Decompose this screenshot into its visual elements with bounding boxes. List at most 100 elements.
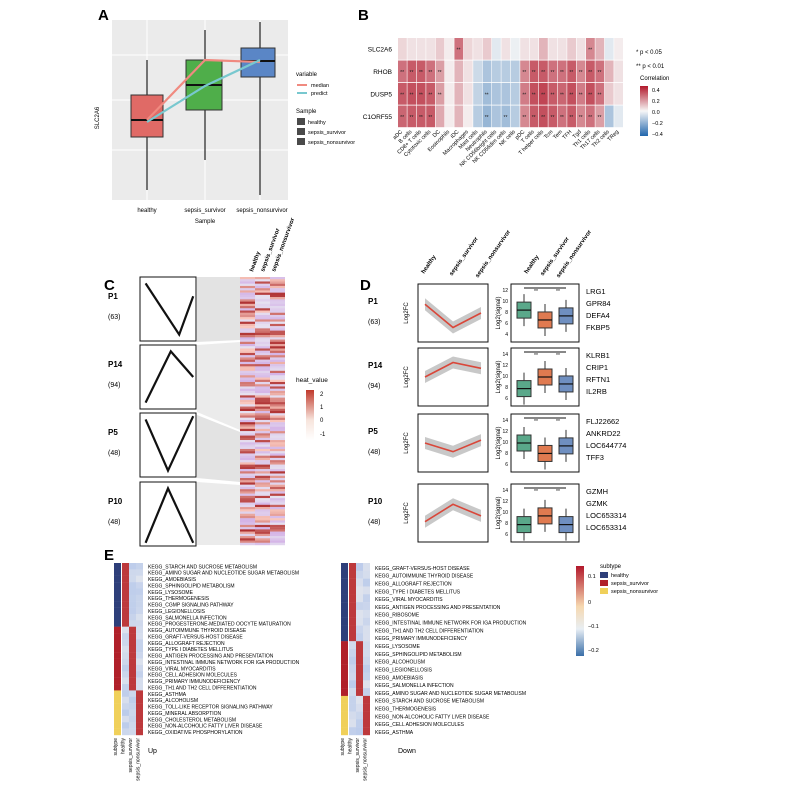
heat-row-cell — [255, 446, 270, 450]
heat-row-cell — [240, 292, 255, 296]
heat-row-cell — [255, 504, 270, 508]
kegg-term: KEGG_TYPE I DIABETES MELLITUS — [148, 647, 234, 653]
heat-row-cell — [240, 375, 255, 378]
heat-row-cell — [270, 352, 285, 356]
kegg-term: KEGG_TOLL-LIKE RECEPTOR SIGNALING PATHWA… — [148, 705, 273, 711]
heat-row-cell — [270, 540, 285, 543]
heat-row-cell — [240, 480, 255, 483]
signal-tick: 6 — [505, 396, 508, 402]
heat-row-cell — [270, 344, 285, 347]
enrichment-cell — [136, 658, 143, 666]
heat-row-cell — [255, 542, 270, 546]
heat-cell — [445, 60, 454, 83]
heat-row-cell — [240, 437, 255, 441]
heat-row-cell — [240, 341, 255, 345]
panel-c-letter: C — [104, 277, 115, 294]
heat-row-cell — [270, 464, 285, 468]
heat-row-cell — [270, 377, 285, 380]
heat-cell — [454, 60, 464, 83]
heat-cell — [595, 105, 605, 128]
enrichment-cell — [136, 728, 143, 736]
signal-tick: 8 — [505, 521, 508, 527]
heat-row-cell — [240, 542, 255, 546]
sig-mark: ** — [598, 70, 602, 76]
heat-row-cell — [255, 352, 270, 356]
heat-cell — [473, 105, 482, 128]
kegg-term: KEGG_THERMOGENESIS — [148, 596, 210, 602]
e-col-label: healthy — [121, 738, 127, 755]
subtype-cell — [341, 649, 348, 658]
heat-row-cell — [255, 520, 270, 523]
enrichment-cell — [136, 607, 143, 615]
kegg-term: KEGG_LYSOSOME — [375, 644, 421, 650]
heat-row-cell — [240, 366, 255, 369]
panel-e-colorbar — [576, 566, 584, 656]
heat-row-cell — [270, 379, 285, 383]
subtype-cell — [341, 711, 348, 720]
sig-mark: ** — [410, 70, 414, 76]
heat-row-cell — [240, 312, 255, 316]
heat-row-cell — [270, 411, 285, 414]
heat-row-cell — [270, 522, 285, 526]
subtype-cell — [341, 664, 348, 673]
heat-row-cell — [270, 498, 285, 501]
heat-row-cell — [240, 473, 255, 476]
enrichment-cell — [349, 727, 356, 736]
sig-mark: ** — [569, 115, 573, 121]
panel-c-heatmap — [240, 277, 285, 546]
sig-mark: ** — [419, 70, 423, 76]
enrichment-cell — [349, 617, 356, 626]
subtype-cell — [114, 709, 121, 717]
panel-e-up-heatmap: KEGG_STARCH AND SUCROSE METABOLISMKEGG_A… — [113, 563, 300, 781]
panel-b: B **************************************… — [358, 7, 669, 168]
heat-cell — [604, 38, 614, 60]
heat-cell — [576, 105, 586, 128]
enrichment-cell — [349, 695, 356, 704]
heat-row-cell — [270, 413, 285, 416]
heat-row-cell — [240, 346, 255, 349]
heat-cell — [454, 105, 464, 128]
heat-cell — [398, 60, 407, 83]
heat-row-cell — [240, 464, 255, 468]
heat-row-cell — [255, 326, 270, 329]
heat-cell — [435, 105, 445, 128]
enrichment-cell — [129, 563, 136, 570]
heat-row-cell — [270, 301, 285, 304]
enrichment-cell — [129, 677, 136, 685]
heat-row-cell — [270, 507, 285, 510]
heat-row-cell — [270, 308, 285, 311]
signal-tick: 12 — [502, 288, 508, 294]
heat-row-cell — [240, 451, 255, 454]
heat-row-cell — [255, 404, 270, 407]
heat-row-cell — [270, 511, 285, 514]
heat-row-cell — [255, 419, 270, 423]
signal-tick: 8 — [505, 385, 508, 391]
heat-cell — [529, 60, 539, 83]
heat-row-cell — [255, 486, 270, 490]
heat-row-cell — [240, 518, 255, 521]
heat-row-cell — [270, 306, 285, 309]
heat-row-cell — [240, 348, 255, 351]
heat-row-cell — [240, 314, 255, 318]
sig-mark: ** — [410, 115, 414, 121]
profile-line-p5 — [144, 415, 195, 474]
signal-axis-label: Log2(signal) — [496, 496, 502, 529]
panel-d-box-col-0: healthy — [524, 254, 541, 275]
heat-row-cell — [255, 337, 270, 340]
enrichment-cell — [122, 696, 129, 704]
heat-cell — [492, 105, 501, 128]
subtype-cell — [341, 719, 348, 728]
heat-cell — [435, 38, 445, 60]
signal-tick: 12 — [502, 499, 508, 505]
enrichment-cell — [136, 594, 143, 602]
heat-row-cell — [270, 495, 285, 499]
enrichment-cell — [356, 633, 363, 642]
sig-mark: ** — [457, 47, 461, 53]
kegg-term: KEGG_CELL ADHESION MOLECULES — [148, 673, 238, 679]
panel-e-legend-swatch-2 — [600, 588, 608, 594]
heat-row-cell — [240, 393, 255, 396]
enrichment-cell — [122, 594, 129, 602]
heat-row-cell — [240, 433, 255, 436]
panel-d: D healthy sepsis_survivor sepsis_nonsurv… — [360, 229, 626, 543]
